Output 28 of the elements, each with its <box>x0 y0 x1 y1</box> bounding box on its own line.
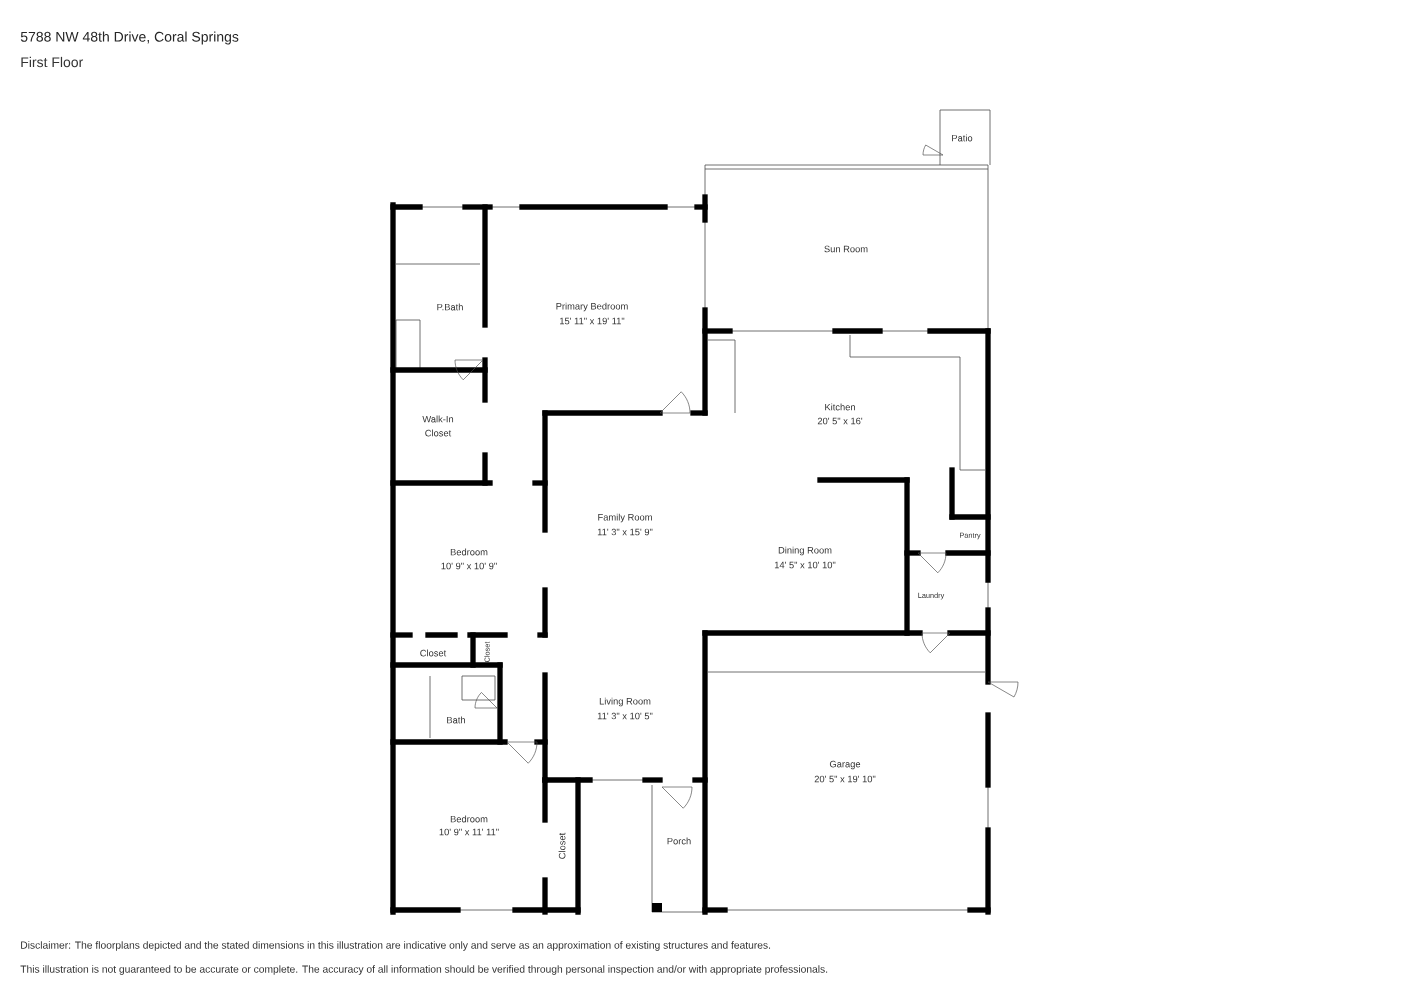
room-label: Porch <box>667 837 691 845</box>
room-label: Bedroom <box>450 548 488 556</box>
room-label: Living Room <box>599 697 651 707</box>
room-label: Sun Room <box>824 245 868 253</box>
room-dimensions: 15' 11" x 19' 11" <box>560 317 625 325</box>
room-dimensions: 20' 5" x 19' 10" <box>814 775 876 783</box>
room-label: Closet <box>558 832 566 859</box>
room-dimensions: 10' 9" x 11' 11" <box>439 828 499 836</box>
room-label: Kitchen <box>825 403 855 411</box>
room-label: Patio <box>952 134 973 142</box>
room-label: P.Bath <box>437 303 463 311</box>
room-label: Walk-In Closet <box>422 415 454 437</box>
room-label: Bedroom <box>450 815 488 823</box>
room-dimensions: 11' 3" x 10' 5" <box>597 712 653 720</box>
room-dimensions: 10' 9" x 10' 9" <box>441 562 497 570</box>
room-label: Bath <box>447 716 465 724</box>
room-label: Family Room <box>598 513 652 523</box>
title: 5788 NW 48th Drive, Coral Springs <box>20 31 239 45</box>
room-dimensions: 20' 5" x 16' <box>817 417 863 425</box>
room-dimensions: 11' 3" x 15' 9" <box>597 528 653 536</box>
room-dimensions: 14' 5" x 10' 10" <box>774 561 836 569</box>
room-label: Dining Room <box>778 546 832 556</box>
disclaimer: This illustration is not guaranteed to be accurate or complete. The accuracy of all information should be verified through personal inspection and/or with appropriate professionals. <box>20 965 828 975</box>
room-label: Primary Bedroom <box>556 302 628 312</box>
subtitle: First Floor <box>21 56 83 68</box>
disclaimer: Disclaimer: The floorplans depicted and the stated dimensions in this illustration are indicative only and serve as an approximation of existing structures and features. <box>21 941 770 951</box>
room-label: Garage <box>829 760 861 770</box>
room-label: Closet <box>420 649 447 657</box>
